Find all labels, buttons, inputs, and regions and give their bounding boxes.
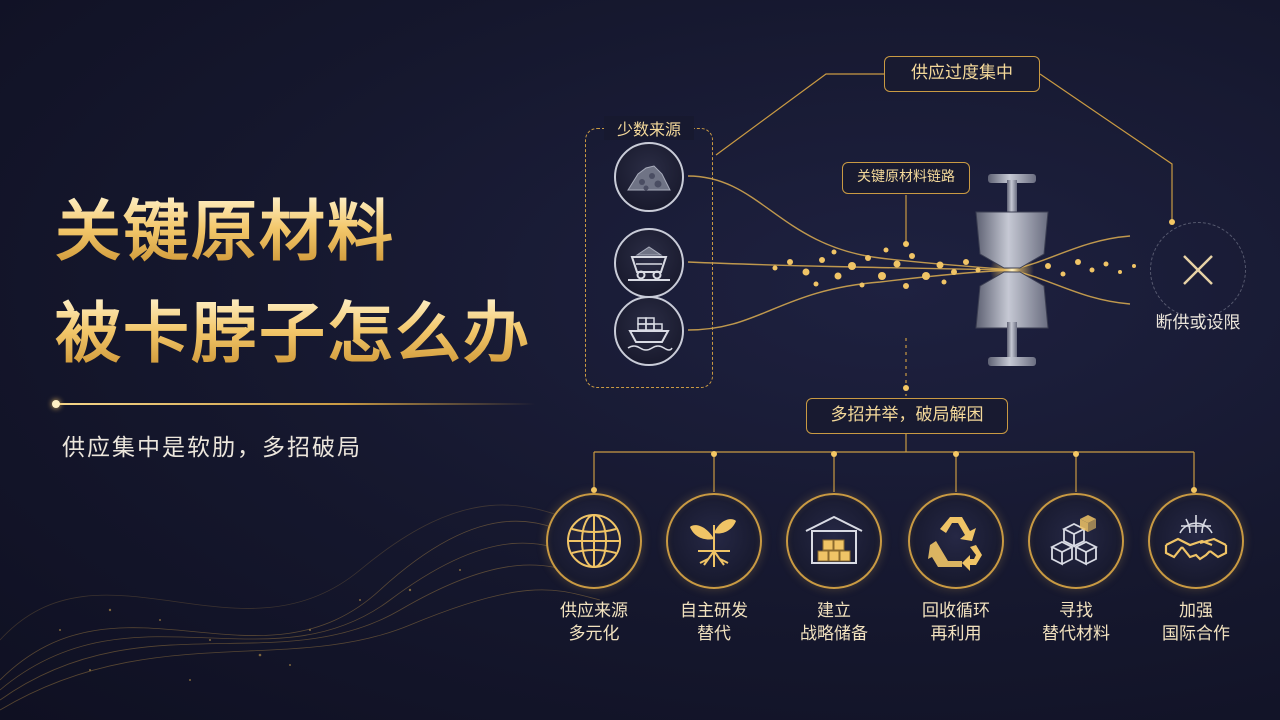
solution-independent-rd bbox=[666, 493, 762, 589]
solution-label: 建立 战略储备 bbox=[779, 600, 889, 646]
solution-label-line1: 自主研发 bbox=[680, 601, 748, 621]
decorative-wave-lines bbox=[0, 504, 600, 711]
solution-label-line1: 建立 bbox=[817, 601, 851, 621]
solution-label-line2: 替代 bbox=[697, 624, 731, 644]
source-cargo-ship bbox=[614, 296, 684, 366]
solution-label-line1: 回收循环 bbox=[922, 601, 990, 621]
solution-alternative-materials bbox=[1028, 493, 1124, 589]
solution-label-line1: 加强 bbox=[1179, 601, 1213, 621]
source-mine-cart bbox=[614, 228, 684, 298]
solution-label-line2: 国际合作 bbox=[1162, 624, 1230, 644]
solutions-label: 多招并举，破局解困 bbox=[806, 398, 1008, 434]
cutoff-label: 断供或设限 bbox=[1155, 313, 1241, 333]
source-ore bbox=[614, 142, 684, 212]
over-concentration-label: 供应过度集中 bbox=[884, 56, 1040, 92]
solution-label: 寻找 替代材料 bbox=[1021, 600, 1131, 646]
solution-label: 加强 国际合作 bbox=[1141, 600, 1251, 646]
cubes-icon bbox=[1049, 515, 1099, 566]
handshake-globe-icon bbox=[1164, 515, 1228, 561]
subtitle: 供应集中是软肋，多招破局 bbox=[62, 435, 362, 461]
title-line-2: 被卡脖子怎么办 bbox=[55, 295, 531, 372]
title-line-1: 关键原材料 bbox=[55, 193, 395, 270]
solution-label-line1: 寻找 bbox=[1059, 601, 1093, 621]
solution-label-line2: 战略储备 bbox=[800, 624, 868, 644]
solution-diversify-sources bbox=[546, 493, 642, 589]
cutoff-result bbox=[1150, 222, 1246, 318]
solution-label: 供应来源 多元化 bbox=[539, 600, 649, 646]
cross-icon bbox=[1183, 255, 1213, 285]
solution-label-line2: 替代材料 bbox=[1042, 624, 1110, 644]
recycle-icon bbox=[928, 517, 982, 571]
ore-pile-icon bbox=[627, 165, 671, 191]
solution-label-line2: 多元化 bbox=[568, 624, 620, 644]
warehouse-icon bbox=[805, 515, 863, 564]
vise-clamp-icon bbox=[975, 174, 1049, 366]
cargo-ship-icon bbox=[627, 317, 673, 351]
solution-label: 自主研发 替代 bbox=[659, 600, 769, 646]
solution-label-line1: 供应来源 bbox=[560, 601, 628, 621]
globe-icon bbox=[567, 514, 621, 568]
solution-label: 回收循环 再利用 bbox=[901, 600, 1011, 646]
source-group-label: 少数来源 bbox=[604, 116, 694, 140]
sprout-icon bbox=[690, 519, 736, 567]
solution-label-line2: 再利用 bbox=[930, 624, 982, 644]
mine-cart-icon bbox=[628, 246, 670, 281]
solution-recycling bbox=[908, 493, 1004, 589]
key-material-chain-label: 关键原材料链路 bbox=[842, 162, 970, 194]
solution-international-cooperation bbox=[1148, 493, 1244, 589]
title-divider bbox=[55, 403, 535, 405]
divider-dot bbox=[52, 400, 60, 408]
solution-strategic-reserve bbox=[786, 493, 882, 589]
